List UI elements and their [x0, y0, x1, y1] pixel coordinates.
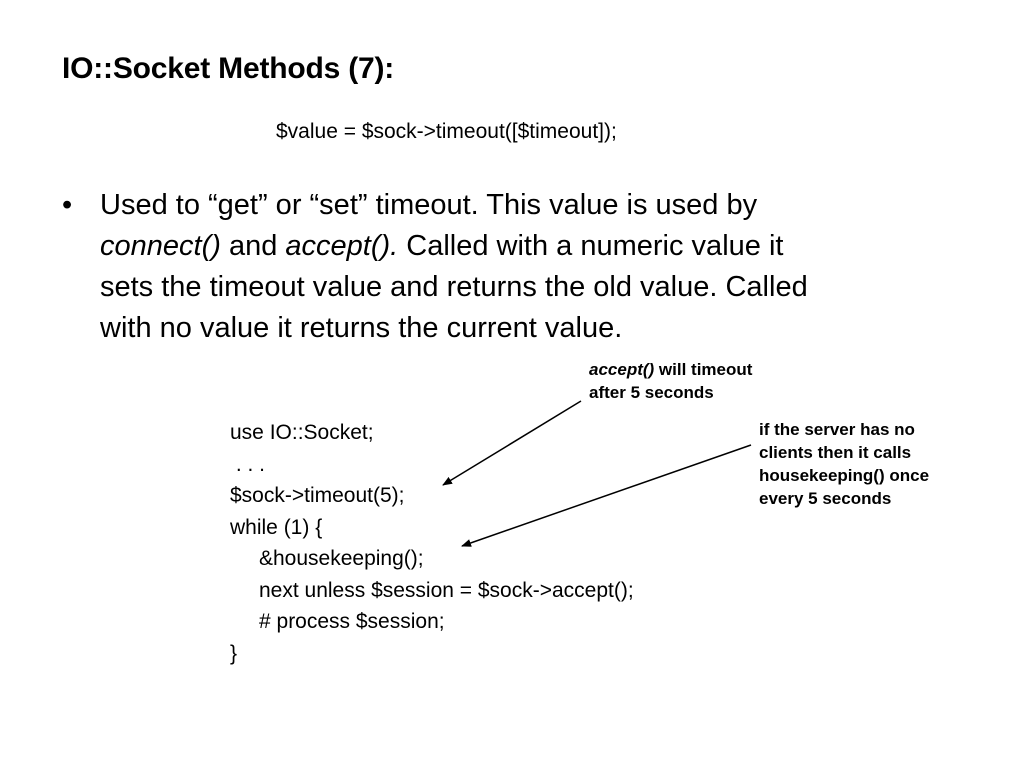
code-line: use IO::Socket;: [230, 421, 374, 444]
accept-annotation-text: will timeout: [654, 360, 753, 379]
code-line: . . .: [230, 452, 266, 476]
bullet-line-2: connect() and accept(). Called with a nu…: [100, 226, 960, 267]
bullet-text: Used to “get” or “set” timeout. This val…: [100, 185, 960, 349]
accept-method-text: accept().: [285, 230, 399, 262]
code-line: while (1) {: [230, 515, 323, 539]
code-line: next unless $session = $sock->accept();: [259, 578, 634, 602]
code-example: use IO::Socket; . . . $sock->timeout(5);…: [230, 417, 634, 669]
method-signature: $value = $sock->timeout([$timeout]);: [276, 120, 617, 143]
code-line: }: [230, 641, 238, 665]
code-line: # process $session;: [259, 610, 445, 633]
bullet-line-1: Used to “get” or “set” timeout. This val…: [100, 189, 758, 221]
connect-method-text: connect(): [100, 230, 221, 262]
code-line: &housekeeping();: [259, 547, 424, 570]
housekeeping-annotation-line-1: if the server has no: [759, 420, 915, 439]
housekeeping-annotation-line-2: clients then it calls: [759, 443, 912, 462]
bullet-symbol: •: [62, 189, 73, 221]
housekeeping-annotation-line-3: housekeeping() once: [759, 466, 930, 485]
code-line: $sock->timeout(5);: [230, 484, 405, 507]
and-text: and: [220, 230, 286, 262]
bullet-line-3: sets the timeout value and returns the o…: [100, 271, 808, 303]
accept-annotation-line-2: after 5 seconds: [589, 383, 714, 402]
housekeeping-annotation: if the server has no clients then it cal…: [759, 418, 929, 510]
bullet-line-4: with no value it returns the current val…: [100, 312, 623, 344]
housekeeping-annotation-line-4: every 5 seconds: [759, 489, 892, 508]
bullet-line-2-rest: Called with a numeric value it: [398, 230, 784, 262]
accept-timeout-annotation: accept() will timeout after 5 seconds: [589, 358, 752, 404]
slide-title: IO::Socket Methods (7):: [62, 52, 395, 85]
accept-annotation-method: accept(): [589, 360, 655, 379]
